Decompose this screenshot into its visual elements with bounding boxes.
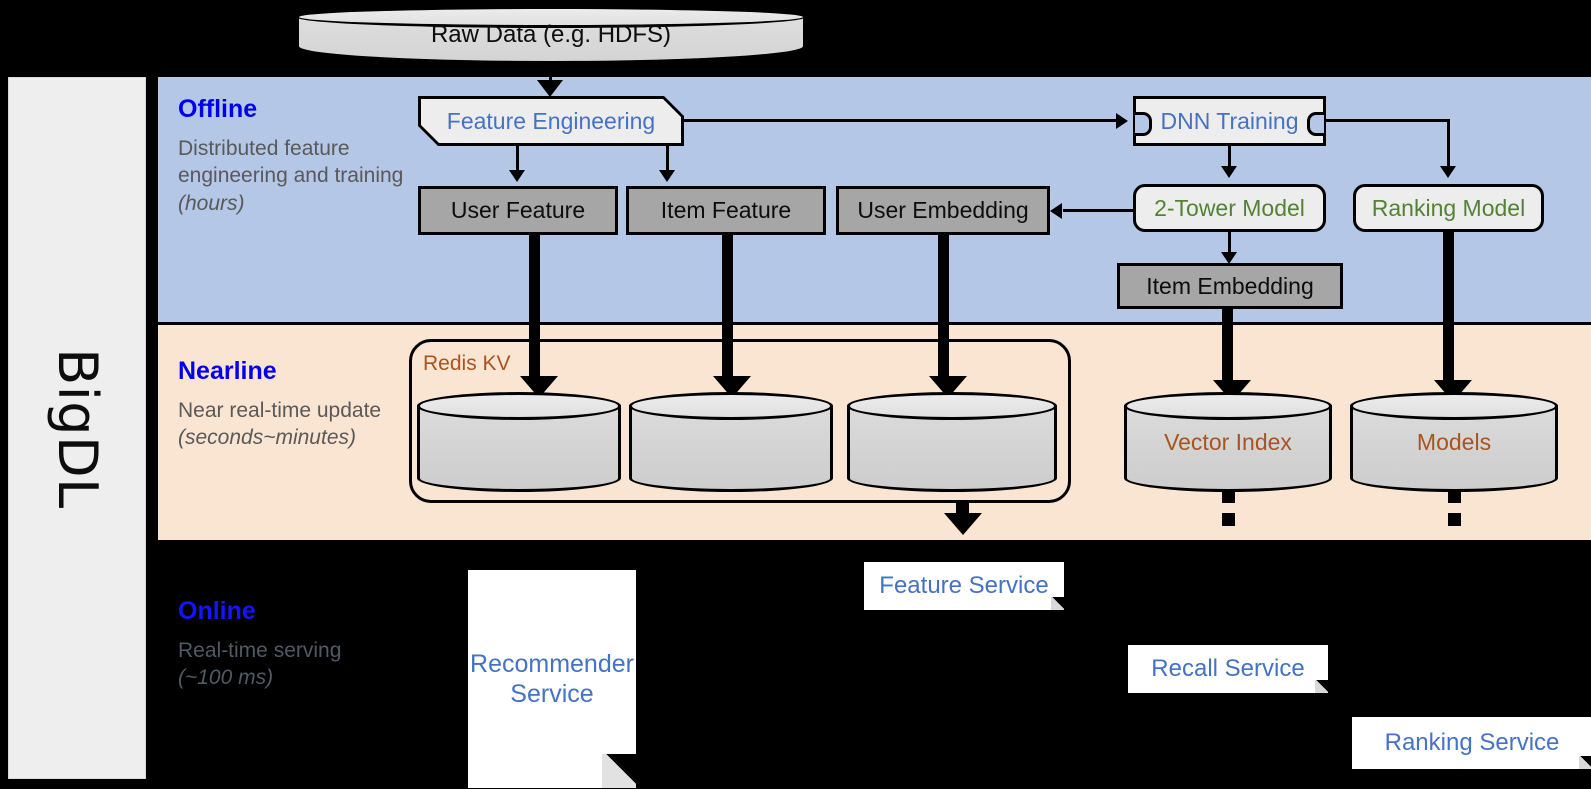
online-subtitle-italic: (~100 ms)	[178, 666, 274, 690]
recommender-service-line-1: Recommender	[470, 649, 634, 678]
dnn-training-label: DNN Training	[1160, 107, 1299, 134]
arrowhead-redis-to-feature-service	[944, 513, 982, 535]
offline-layer-title: Offline	[178, 95, 258, 123]
redis-store-user-embedding[interactable]	[847, 392, 1057, 492]
vector-index-store[interactable]: Vector Index	[1124, 392, 1332, 492]
edge-dnn-to-two-tower	[1228, 146, 1231, 168]
cylinder-top	[417, 392, 621, 420]
pipe-ranking-model-to-models	[1443, 232, 1454, 387]
item-embedding-node[interactable]: Item Embedding	[1117, 263, 1343, 309]
recall-service-label: Recall Service	[1151, 655, 1305, 682]
two-tower-model-node[interactable]: 2-Tower Model	[1133, 184, 1326, 232]
edge-fe-to-item-feature	[666, 146, 669, 174]
nearline-subtitle-lead: Near real-time update	[178, 398, 382, 422]
bigdl-label: BigDL	[45, 347, 109, 509]
ranking-service-label: Ranking Service	[1384, 729, 1560, 756]
feature-engineering-inner: Feature Engineering	[421, 99, 681, 143]
raw-data-cylinder-top	[296, 6, 806, 28]
offline-subtitle-lead: Distributed feature engineering and trai…	[178, 136, 404, 188]
edge-two-tower-to-user-embedding	[1063, 209, 1135, 212]
page-fold-icon	[602, 754, 636, 788]
arrowhead-fe-to-user-feature	[509, 170, 525, 182]
link-stub-models-b	[1448, 513, 1461, 526]
dnn-training-notch-right	[1307, 112, 1324, 136]
cylinder-top	[847, 392, 1057, 420]
cylinder-top	[1124, 392, 1332, 420]
page-fold-icon	[1579, 756, 1591, 769]
pipe-item-feature-to-store	[722, 235, 733, 383]
arrowhead-two-tower-to-item-embedding	[1221, 252, 1237, 264]
nearline-layer-title: Nearline	[178, 357, 277, 385]
recommender-service-line-2: Service	[510, 680, 594, 708]
redis-store-item-feature[interactable]	[629, 392, 833, 492]
bigdl-framework-rail: BigDL	[8, 77, 146, 779]
recall-service-node[interactable]: Recall Service	[1128, 645, 1328, 693]
edge-dnn-to-ranking-v	[1447, 119, 1450, 168]
two-tower-model-label: 2-Tower Model	[1154, 194, 1305, 221]
offline-layer-subtitle: Distributed feature engineering and trai…	[178, 135, 406, 218]
item-feature-label: Item Feature	[660, 197, 792, 223]
redis-kv-label: Redis KV	[423, 352, 511, 375]
page-fold-icon	[1051, 597, 1064, 610]
recommender-service-text: Recommender Service	[470, 649, 634, 710]
page-fold-icon	[1315, 680, 1328, 693]
user-embedding-node[interactable]: User Embedding	[836, 186, 1050, 235]
ranking-model-node[interactable]: Ranking Model	[1353, 184, 1544, 232]
online-subtitle-lead: Real-time serving	[178, 638, 342, 662]
edge-two-tower-to-item-embedding	[1228, 232, 1231, 256]
ranking-service-node[interactable]: Ranking Service	[1352, 717, 1591, 769]
link-stub-vector-index-b	[1222, 513, 1235, 526]
cylinder-top	[1350, 392, 1558, 420]
models-store[interactable]: Models	[1350, 392, 1558, 492]
redis-kv-group	[409, 339, 1071, 503]
feature-engineering-label: Feature Engineering	[446, 107, 656, 134]
arrowhead-rawdata-to-fe	[537, 80, 563, 97]
arrowhead-dnn-to-two-tower	[1221, 166, 1237, 178]
online-layer-title: Online	[178, 597, 256, 625]
recommender-service-node[interactable]: Recommender Service	[468, 570, 636, 788]
pipe-user-feature-to-store	[529, 235, 540, 383]
arrowhead-fe-to-dnn	[1116, 113, 1128, 129]
feature-engineering-node[interactable]: Feature Engineering	[418, 96, 684, 146]
nearline-subtitle-italic: (seconds~minutes)	[178, 426, 356, 450]
edge-rawdata-to-fe	[549, 64, 552, 84]
item-embedding-label: Item Embedding	[1146, 272, 1314, 299]
link-stub-redis-to-feature-service	[956, 503, 969, 516]
item-feature-node[interactable]: Item Feature	[626, 186, 826, 235]
offline-subtitle-italic: (hours)	[178, 191, 245, 215]
feature-service-node[interactable]: Feature Service	[864, 562, 1064, 610]
dnn-training-node[interactable]: DNN Training	[1133, 96, 1326, 146]
edge-dnn-to-ranking-h	[1326, 119, 1450, 122]
ranking-model-label: Ranking Model	[1371, 194, 1526, 221]
user-feature-node[interactable]: User Feature	[418, 186, 618, 235]
edge-fe-to-user-feature	[516, 146, 519, 174]
arrowhead-dnn-to-ranking	[1440, 166, 1456, 178]
raw-data-store: Raw Data (e.g. HDFS)	[296, 6, 806, 64]
online-layer-caption: Online Real-time serving (~100 ms)	[178, 597, 341, 692]
link-stub-vector-index-a	[1222, 490, 1235, 503]
pipe-item-embedding-to-vector-index	[1222, 309, 1233, 387]
vector-index-label: Vector Index	[1164, 428, 1292, 455]
dnn-training-notch-left	[1135, 112, 1152, 136]
models-label: Models	[1416, 428, 1492, 455]
redis-store-user-feature[interactable]	[417, 392, 621, 492]
online-layer-subtitle: Real-time serving (~100 ms)	[178, 637, 341, 692]
arrowhead-fe-to-item-feature	[659, 170, 675, 182]
arrowhead-two-tower-to-user-embedding	[1050, 203, 1062, 219]
pipe-user-embedding-to-store	[938, 235, 949, 383]
cylinder-top	[629, 392, 833, 420]
edge-fe-to-dnn	[684, 119, 1118, 122]
feature-service-label: Feature Service	[879, 572, 1049, 599]
link-stub-models-a	[1448, 490, 1461, 503]
user-embedding-label: User Embedding	[857, 197, 1029, 223]
nearline-layer-subtitle: Near real-time update (seconds~minutes)	[178, 397, 381, 452]
raw-data-label: Raw Data (e.g. HDFS)	[430, 21, 672, 48]
user-feature-label: User Feature	[450, 197, 586, 223]
nearline-layer-caption: Nearline Near real-time update (seconds~…	[178, 357, 381, 452]
offline-layer-caption: Offline Distributed feature engineering …	[178, 95, 406, 218]
bigdl-label-wrapper: BigDL	[9, 78, 145, 778]
